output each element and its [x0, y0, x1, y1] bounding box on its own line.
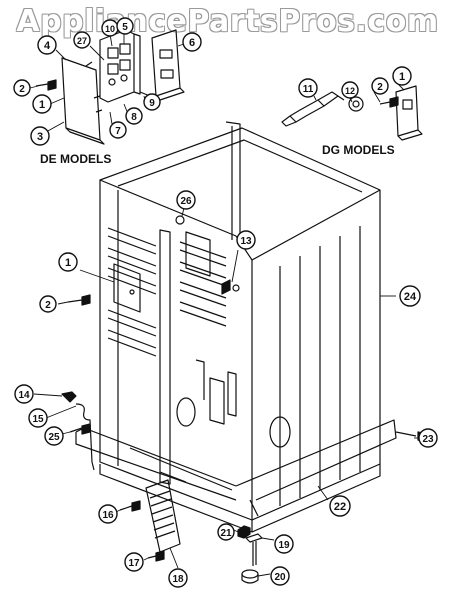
callout-3: 3 [37, 131, 43, 143]
callout-17: 17 [128, 558, 140, 569]
callout-21: 21 [220, 528, 232, 539]
callout-24: 24 [404, 291, 417, 303]
callout-12: 12 [345, 86, 355, 96]
callout-18: 18 [172, 574, 184, 585]
callout-6: 6 [189, 37, 195, 49]
callout-2-dg: 2 [377, 82, 383, 93]
callout-8: 8 [131, 112, 137, 123]
callout-22: 22 [334, 501, 346, 513]
callout-23: 23 [422, 434, 434, 445]
callout-5: 5 [122, 22, 128, 33]
callout-9: 9 [149, 98, 155, 109]
callout-15: 15 [32, 414, 44, 425]
callout-16: 16 [102, 510, 114, 521]
callout-25: 25 [48, 432, 60, 443]
small-parts [61, 294, 429, 584]
callout-1-de: 1 [39, 99, 45, 111]
callout-19: 19 [278, 540, 290, 551]
de-models-label: DE MODELS [40, 152, 112, 166]
base-frame [75, 419, 397, 533]
callout-13: 13 [240, 236, 252, 247]
callout-20: 20 [274, 572, 286, 583]
callout-1-dg: 1 [399, 71, 405, 83]
callout-26: 26 [180, 196, 192, 207]
callout-2-de: 2 [19, 84, 25, 95]
callout-10: 10 [105, 24, 115, 34]
callout-11: 11 [303, 84, 314, 95]
callout-labels: 4 27 10 5 6 2 1 3 7 8 9 11 12 2 1 26 13 … [18, 22, 434, 585]
callout-circles [13, 17, 438, 588]
callout-14: 14 [18, 390, 30, 401]
callout-27: 27 [77, 36, 87, 46]
callout-7: 7 [115, 126, 121, 137]
callout-4: 4 [44, 40, 51, 52]
callout-1-cabinet: 1 [65, 257, 71, 269]
callout-2-cabinet: 2 [45, 300, 51, 311]
cabinet-body [99, 121, 381, 521]
leader-lines [29, 32, 426, 577]
dg-models-label: DG MODELS [322, 143, 395, 157]
dg-assembly [281, 85, 423, 141]
